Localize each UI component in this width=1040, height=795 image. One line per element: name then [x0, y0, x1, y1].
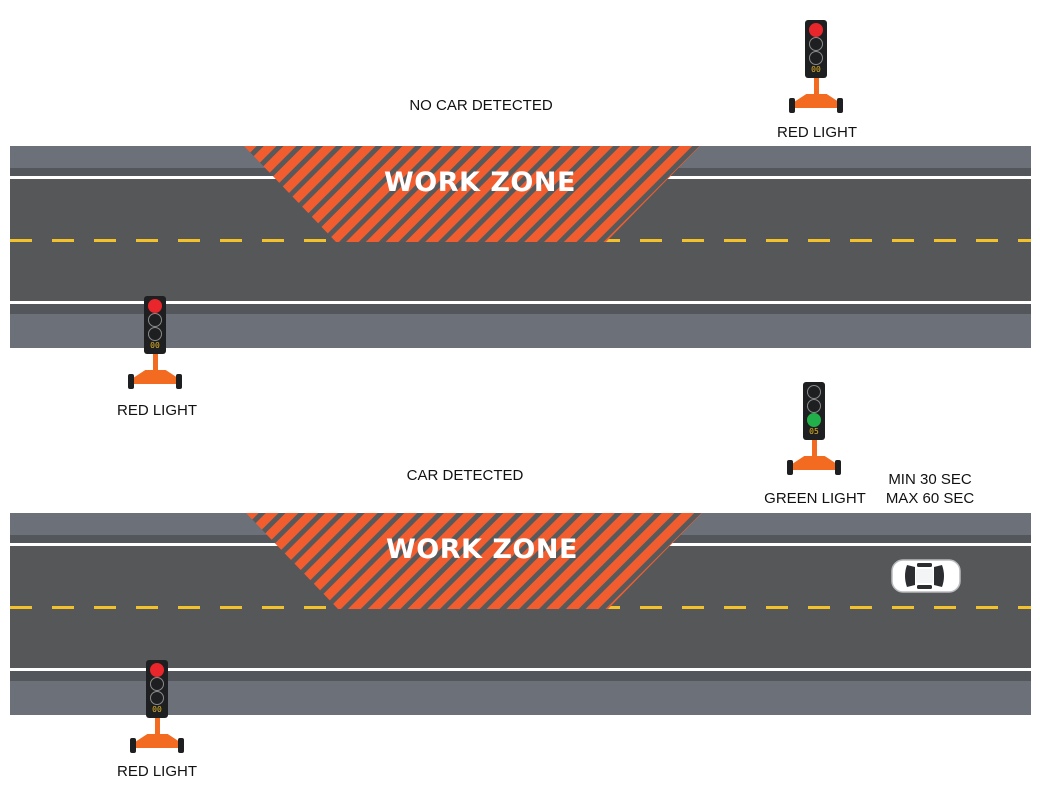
trailer-base	[789, 456, 840, 466]
wheel-icon	[128, 374, 134, 389]
wheel-icon	[176, 374, 182, 389]
edge-line-near	[10, 301, 1031, 304]
signal-head: 05	[803, 382, 825, 440]
traffic-signal-near: 00	[116, 296, 196, 396]
green-lamp-icon	[807, 413, 821, 427]
car-icon	[891, 559, 961, 593]
work-zone-label: WORK ZONE	[384, 167, 576, 198]
signal-caption: RED LIGHT	[116, 402, 197, 419]
wheel-icon	[178, 738, 184, 753]
amber-lamp-icon	[809, 37, 823, 51]
road: WORK ZONE	[10, 513, 1031, 715]
amber-lamp-icon	[148, 313, 162, 327]
amber-lamp-icon	[150, 677, 164, 691]
green-lamp-icon	[809, 51, 823, 65]
work-zone-hatch	[246, 513, 702, 609]
wheel-icon	[787, 460, 793, 475]
signal-head: 00	[146, 660, 168, 718]
green-lamp-icon	[148, 327, 162, 341]
countdown-display: 00	[811, 65, 821, 74]
wheel-icon	[789, 98, 795, 113]
wheel-icon	[835, 460, 841, 475]
countdown-display: 00	[150, 341, 160, 350]
signal-caption: GREEN LIGHT	[764, 490, 866, 507]
traffic-signal-far: 05	[775, 382, 855, 482]
countdown-display: 05	[809, 427, 819, 436]
wheel-icon	[837, 98, 843, 113]
wheel-icon	[130, 738, 136, 753]
red-lamp-icon	[150, 663, 164, 677]
green-lamp-icon	[150, 691, 164, 705]
trailer-base	[132, 734, 183, 744]
road: WORK ZONE	[10, 146, 1031, 348]
signal-caption: RED LIGHT	[116, 763, 197, 780]
edge-line-near	[10, 668, 1031, 671]
red-lamp-icon	[807, 385, 821, 399]
trailer-base	[130, 370, 181, 380]
signal-caption: RED LIGHT	[776, 124, 857, 141]
shoulder-near	[10, 681, 1031, 715]
red-lamp-icon	[809, 23, 823, 37]
countdown-display: 00	[152, 705, 162, 714]
timing-min: MIN 30 SEC	[888, 471, 972, 488]
trailer-base	[791, 94, 842, 104]
signal-head: 00	[144, 296, 166, 354]
timing-max: MAX 60 SEC	[885, 490, 975, 507]
work-zone-label: WORK ZONE	[386, 534, 578, 565]
traffic-signal-near: 00	[118, 660, 198, 760]
amber-lamp-icon	[807, 399, 821, 413]
signal-head: 00	[805, 20, 827, 78]
work-zone-hatch	[244, 146, 700, 242]
status-label: CAR DETECTED	[406, 467, 524, 484]
red-lamp-icon	[148, 299, 162, 313]
status-label: NO CAR DETECTED	[409, 97, 553, 114]
shoulder-near	[10, 314, 1031, 348]
traffic-signal-far: 00	[777, 20, 857, 120]
